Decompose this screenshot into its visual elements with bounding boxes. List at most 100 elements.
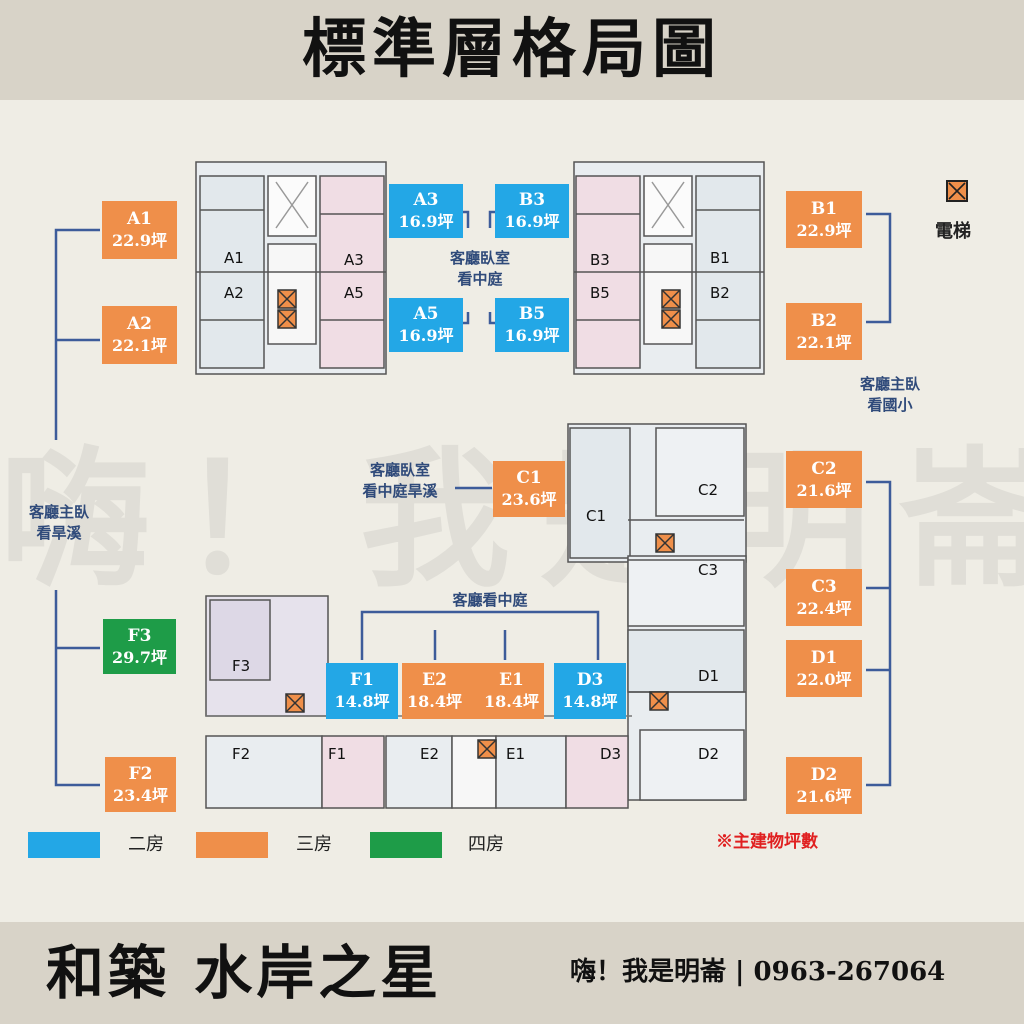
unit-area: 16.9坪 <box>504 212 560 231</box>
unit-e2: E2 18.4坪 <box>407 669 462 713</box>
elevator-icon-c <box>655 533 675 553</box>
unit-name: F1 <box>350 670 374 690</box>
unit-area: 22.4坪 <box>796 598 852 618</box>
unit-area: 21.6坪 <box>796 480 852 500</box>
unit-name: F3 <box>127 625 152 646</box>
unit-name: B3 <box>518 190 546 210</box>
elevator-icon-e <box>477 739 497 759</box>
connector-a1 <box>54 228 100 440</box>
plan-label-d2: D2 <box>698 745 720 763</box>
unit-name: A3 <box>413 190 439 210</box>
connector-a3 <box>463 210 470 228</box>
project-name: 和築 水岸之星 <box>46 939 443 1007</box>
plan-label-f1: F1 <box>328 745 347 763</box>
plan-label-a3: A3 <box>344 251 364 269</box>
legend-label-four-room: 四房 <box>468 834 504 855</box>
connector-b3 <box>488 210 495 228</box>
unit-name: D3 <box>576 670 604 690</box>
unit-name: B5 <box>518 304 546 324</box>
plan-label-a5: A5 <box>344 284 364 302</box>
unit-name: F2 <box>128 763 153 784</box>
unit-name: B1 <box>810 198 838 219</box>
connector-a5 <box>463 312 470 325</box>
unit-area: 16.9坪 <box>398 326 454 345</box>
elevator-icon-f <box>285 693 305 713</box>
unit-area: 14.8坪 <box>562 692 618 711</box>
unit-area: 21.6坪 <box>796 786 852 806</box>
plan-label-e1: E1 <box>506 745 526 763</box>
note-center-top-view: 客廳臥室 看中庭 <box>449 249 510 288</box>
unit-area: 16.9坪 <box>398 212 454 231</box>
unit-box-e2-e1: E2 18.4坪 E1 18.4坪 <box>402 663 544 719</box>
page-title: 標準層格局圖 <box>302 12 722 87</box>
elevator-icon-a <box>277 289 297 329</box>
unit-box-a5: A5 16.9坪 <box>389 298 463 352</box>
unit-name: A5 <box>413 304 439 324</box>
unit-box-f1: F1 14.8坪 <box>326 663 398 719</box>
legend-label-three-room: 三房 <box>296 834 332 855</box>
unit-name: C2 <box>811 458 837 479</box>
unit-area: 22.1坪 <box>796 332 852 352</box>
unit-name: C3 <box>811 576 837 597</box>
legend-label-two-room: 二房 <box>128 834 164 855</box>
unit-area: 16.9坪 <box>504 326 560 345</box>
note-c1-view: 客廳臥室 看中庭旱溪 <box>362 461 438 500</box>
unit-area: 18.4坪 <box>484 692 539 711</box>
elevator-legend-icon <box>946 180 968 202</box>
unit-box-c1: C1 23.6坪 <box>493 461 565 517</box>
footer-band <box>0 922 1024 1024</box>
connector-left-lower <box>54 590 100 787</box>
connector-c2-d2 <box>866 480 892 787</box>
connector-bottom <box>360 610 600 660</box>
title-band <box>0 0 1024 100</box>
plan-label-c1: C1 <box>586 507 607 525</box>
elevator-legend-label: 電梯 <box>935 221 971 242</box>
unit-name: D2 <box>810 764 838 785</box>
plan-label-b5: B5 <box>590 284 610 302</box>
building-b <box>573 161 765 375</box>
elevator-icons <box>277 289 681 759</box>
plan-label-f2: F2 <box>232 745 251 763</box>
elevator-icon-b <box>661 289 681 329</box>
unit-area: 29.7坪 <box>112 647 167 667</box>
note-right-view: 客廳主臥 看國小 <box>859 375 920 414</box>
note-center-bottom-view: 客廳看中庭 <box>452 591 528 609</box>
unit-area: 18.4坪 <box>407 692 462 711</box>
plan-label-d1: D1 <box>698 667 720 685</box>
legend-swatch-three-room <box>196 832 268 858</box>
unit-area: 22.0坪 <box>796 669 852 689</box>
connector-lines <box>54 210 892 787</box>
unit-name: E2 <box>422 670 447 690</box>
plan-label-a2: A2 <box>224 284 244 302</box>
elevator-icon-d <box>649 691 669 711</box>
unit-area: 22.1坪 <box>112 336 167 355</box>
unit-box-d3: D3 14.8坪 <box>554 663 626 719</box>
plan-label-a1: A1 <box>224 249 244 267</box>
unit-box-a3: A3 16.9坪 <box>389 184 463 238</box>
unit-name: C1 <box>516 468 542 488</box>
unit-area: 23.6坪 <box>501 490 557 509</box>
connector-b5 <box>488 312 495 325</box>
connector-b1-b2 <box>866 212 892 324</box>
plan-label-b1: B1 <box>710 249 730 267</box>
plan-label-b2: B2 <box>710 284 730 302</box>
plan-label-b3: B3 <box>590 251 610 269</box>
unit-area: 22.9坪 <box>112 231 167 250</box>
unit-area: 22.9坪 <box>796 220 852 240</box>
legend-swatch-two-room <box>28 832 100 858</box>
plan-label-d3: D3 <box>600 745 622 763</box>
unit-name: E1 <box>499 670 524 690</box>
unit-area: 14.8坪 <box>334 692 390 711</box>
contact-info: 嗨！我是明崙 | 0963-267064 <box>570 957 946 987</box>
area-footnote: ※主建物坪數 <box>716 832 818 852</box>
unit-box-b5: B5 16.9坪 <box>495 298 569 352</box>
